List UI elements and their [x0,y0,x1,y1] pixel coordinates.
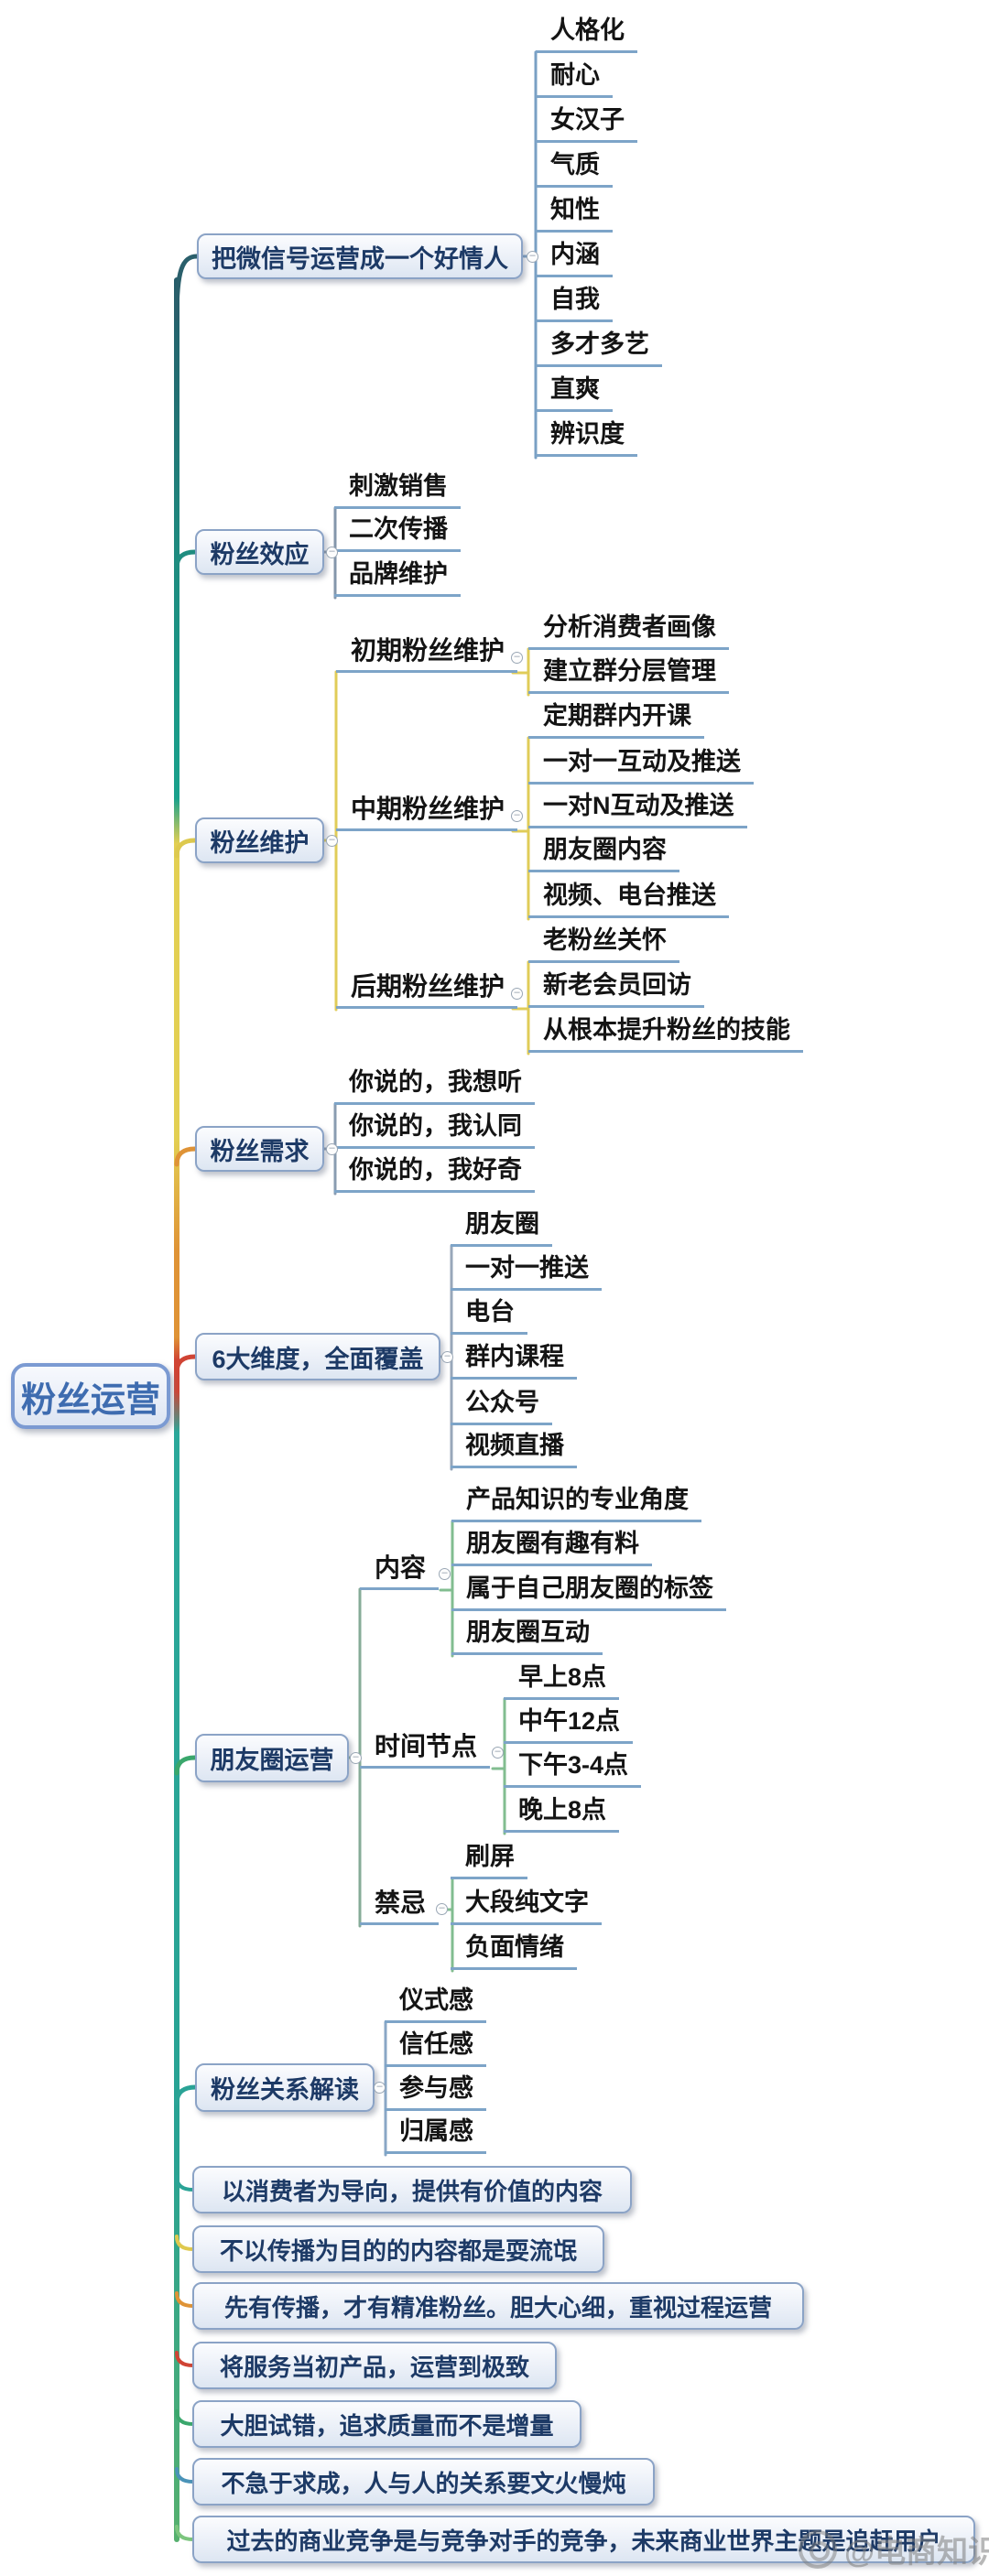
leaf-node[interactable]: 辨识度 [536,419,637,457]
leaf-node[interactable]: 耐心 [536,60,613,98]
leaf-node[interactable]: 负面情绪 [451,1932,577,1970]
collapse-icon[interactable] [492,1747,504,1759]
leaf-node[interactable]: 朋友圈 [451,1209,552,1247]
collapse-icon[interactable] [326,1143,338,1155]
subtopic-late-maintenance[interactable]: 后期粉丝维护 [336,971,518,1009]
leaf-node[interactable]: 产品知识的专业角度 [451,1485,701,1522]
topic-good-lover[interactable]: 把微信号运营成一个好情人 [197,233,523,279]
leaf-node[interactable]: 公众号 [451,1388,552,1425]
leaf-node[interactable]: 晚上8点 [504,1795,620,1833]
leaf-node[interactable]: 朋友圈互动 [451,1618,603,1655]
leaf-node[interactable]: 中午12点 [504,1706,634,1744]
leaf-node[interactable]: 大段纯文字 [451,1888,602,1925]
leaf-node[interactable]: 视频直播 [451,1431,577,1468]
topic-fan-needs[interactable]: 粉丝需求 [195,1126,324,1172]
subtopic-early-maintenance[interactable]: 初期粉丝维护 [336,635,518,673]
statement-box[interactable]: 先有传播，才有精准粉丝。胆大心细，重视过程运营 [192,2282,804,2330]
leaf-node[interactable]: 你说的，我好奇 [334,1155,535,1193]
collapse-icon[interactable] [436,1903,448,1915]
collapse-icon[interactable] [326,547,338,558]
statement-box[interactable]: 过去的商业竞争是与竞争对手的竞争，未来商业世界主题是追赶用户 [192,2516,975,2563]
statement-box[interactable]: 不急于求成，人与人的关系要文火慢炖 [192,2458,655,2506]
topic-moments-operation[interactable]: 朋友圈运营 [195,1734,349,1782]
collapse-icon[interactable] [527,251,538,263]
leaf-node[interactable]: 知性 [536,195,613,233]
collapse-icon[interactable] [439,1568,451,1580]
statement-box[interactable]: 将服务当初产品，运营到极致 [192,2342,557,2389]
leaf-node[interactable]: 朋友圈内容 [528,835,679,872]
topic-fan-effect[interactable]: 粉丝效应 [195,529,324,575]
leaf-node[interactable]: 下午3-4点 [504,1750,642,1788]
leaf-node[interactable]: 气质 [536,150,613,188]
collapse-icon[interactable] [511,810,523,822]
leaf-node[interactable]: 你说的，我想听 [334,1067,535,1105]
statement-box[interactable]: 以消费者为导向，提供有价值的内容 [192,2166,632,2213]
leaf-node[interactable]: 品牌维护 [334,559,461,597]
collapse-icon[interactable] [441,1351,453,1363]
leaf-node[interactable]: 老粉丝关怀 [528,925,679,963]
leaf-node[interactable]: 刺激销售 [334,471,461,509]
trunk-line [174,277,179,2542]
leaf-node[interactable]: 内涵 [536,240,613,277]
leaf-node[interactable]: 自我 [536,285,613,322]
leaf-node[interactable]: 建立群分层管理 [528,656,729,694]
root-topic[interactable]: 粉丝运营 [11,1363,170,1429]
leaf-node[interactable]: 信任感 [385,2029,486,2067]
leaf-node[interactable]: 一对一互动及推送 [528,747,754,785]
leaf-node[interactable]: 参与感 [385,2073,486,2111]
leaf-node[interactable]: 直爽 [536,374,613,412]
leaf-node[interactable]: 定期群内开课 [528,701,704,739]
leaf-node[interactable]: 一对N互动及推送 [528,791,747,828]
collapse-icon[interactable] [374,2082,386,2094]
leaf-node[interactable]: 归属感 [385,2116,486,2154]
leaf-node[interactable]: 早上8点 [504,1662,620,1700]
watermark-handle: @电商知识 [844,2535,989,2570]
leaf-node[interactable]: 仪式感 [385,1986,486,2023]
leaf-node[interactable]: 二次传播 [334,514,461,552]
leaf-node[interactable]: 群内课程 [451,1342,577,1380]
leaf-node[interactable]: 多才多艺 [536,330,662,367]
leaf-node[interactable]: 一对一推送 [451,1253,602,1291]
subtopic-time-points[interactable]: 时间节点 [360,1731,491,1769]
leaf-node[interactable]: 女汉子 [536,105,637,143]
leaf-node[interactable]: 分析消费者画像 [528,612,729,650]
leaf-node[interactable]: 人格化 [536,16,637,53]
leaf-node[interactable]: 视频、电台推送 [528,881,729,918]
leaf-node[interactable]: 朋友圈有趣有料 [451,1529,652,1566]
leaf-node[interactable]: 刷屏 [451,1842,527,1879]
topic-fan-relationship[interactable]: 粉丝关系解读 [195,2063,375,2112]
collapse-icon[interactable] [326,835,338,847]
leaf-node[interactable]: 电台 [451,1297,527,1335]
topic-fan-maintenance[interactable]: 粉丝维护 [195,817,324,863]
subtopic-taboos[interactable]: 禁忌 [360,1888,440,1925]
collapse-icon[interactable] [511,652,523,664]
collapse-icon[interactable] [350,1752,362,1764]
watermark: @电商知识 [799,2527,989,2571]
leaf-node[interactable]: 新老会员回访 [528,970,704,1008]
subtopic-mid-maintenance[interactable]: 中期粉丝维护 [336,794,518,831]
collapse-icon[interactable] [511,988,523,1000]
statement-box[interactable]: 不以传播为目的的内容都是耍流氓 [192,2225,604,2273]
statement-box[interactable]: 大胆试错，追求质量而不是增量 [192,2400,581,2448]
leaf-node[interactable]: 属于自己朋友圈的标签 [451,1574,726,1611]
leaf-node[interactable]: 你说的，我认同 [334,1111,535,1149]
topic-six-dimensions[interactable]: 6大维度，全面覆盖 [195,1333,440,1380]
subtopic-content[interactable]: 内容 [360,1553,440,1590]
weibo-logo-icon [799,2529,837,2569]
leaf-node[interactable]: 从根本提升粉丝的技能 [528,1015,803,1053]
